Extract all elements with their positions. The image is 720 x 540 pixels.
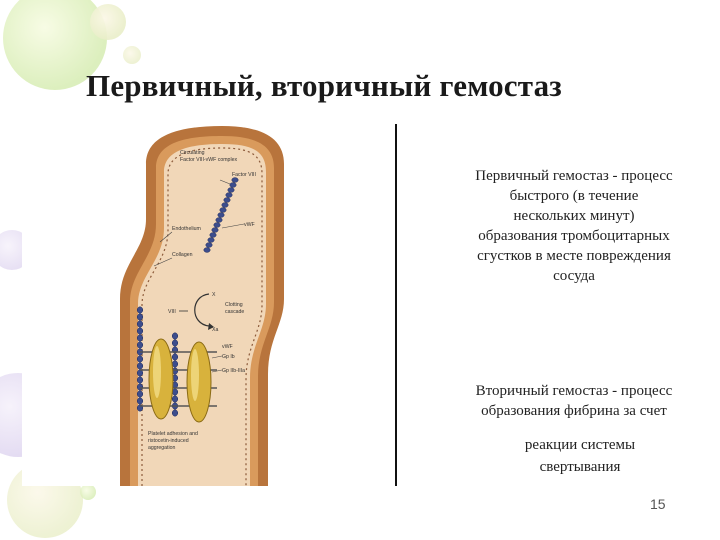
primary-line: сгустков в месте повреждения (436, 246, 712, 266)
primary-line: сосуда (436, 266, 712, 286)
platelet-left (149, 339, 173, 419)
hemostasis-illustration: Circulating Factor VIII-vWF complex Fact… (22, 124, 398, 486)
page-number: 15 (650, 496, 666, 512)
vertical-divider (395, 124, 397, 486)
label-vwf-top: vWF (244, 222, 255, 228)
label-factor-viii: Factor VIII (232, 172, 256, 178)
label-adhesion-3: aggregation (148, 445, 176, 451)
bubble-top-small (90, 4, 126, 40)
label-clotting: Clotting (225, 302, 243, 308)
label-cascade: cascade (225, 309, 244, 315)
secondary-line: Вторичный гемостаз - процесс (436, 381, 712, 401)
label-circulating: Circulating (180, 150, 205, 156)
primary-hemostasis-text: Первичный гемостаз - процесс быстрого (в… (436, 166, 712, 286)
label-vwf-mid: vWF (222, 344, 233, 350)
bubble-top-tiny (123, 46, 141, 64)
wall-vwf-strand-left (137, 307, 143, 411)
label-viii: VIII (168, 309, 176, 315)
primary-line: Первичный гемостаз - процесс (436, 166, 712, 186)
label-complex: Factor VIII-vWF complex (180, 157, 237, 163)
label-x: X (212, 292, 216, 298)
secondary-hemostasis-continuation: реакции системы свертывания (470, 434, 690, 478)
bubble-bottom-tiny (80, 484, 96, 500)
platelet-right (187, 342, 211, 422)
label-gp1b: Gp Ib (222, 354, 235, 360)
label-adhesion-2: ristocetin-induced (148, 438, 189, 444)
primary-line: образования тромбоцитарных (436, 226, 712, 246)
label-xa: Xa (212, 327, 218, 333)
slide-title: Первичный, вторичный гемостаз (86, 68, 562, 104)
secondary-cont-line: реакции системы (470, 434, 690, 456)
label-collagen: Collagen (172, 252, 193, 258)
secondary-line: образования фибрина за счет (436, 401, 712, 421)
secondary-hemostasis-text: Вторичный гемостаз - процесс образования… (436, 381, 712, 421)
primary-line: нескольких минут) (436, 206, 712, 226)
label-endothelium: Endothelium (172, 226, 201, 232)
label-gp2b: Gp IIb-IIIa (222, 368, 245, 374)
label-adhesion-1: Platelet adhesion and (148, 431, 198, 437)
secondary-cont-line: свертывания (470, 456, 690, 478)
primary-line: быстрого (в течение (436, 186, 712, 206)
